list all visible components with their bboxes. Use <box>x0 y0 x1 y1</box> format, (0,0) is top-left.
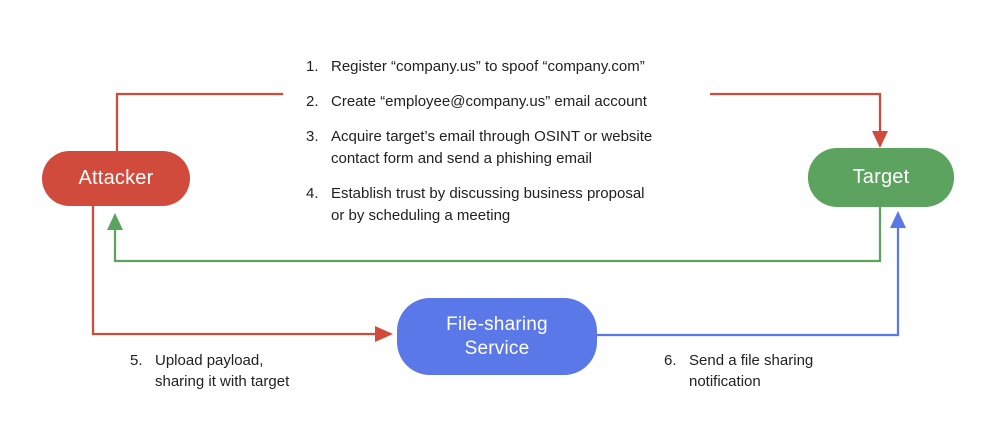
step-item-4: 4. Establish trust by discussing busines… <box>306 183 698 227</box>
file-sharing-node-label-line1: File-sharing <box>446 313 548 335</box>
file-sharing-node-label-line2: Service <box>464 337 530 359</box>
step-text-line: notification <box>689 373 761 390</box>
step-text-line: contact form and send a phishing email <box>331 150 592 167</box>
blue-up-arrowhead <box>890 211 906 228</box>
step-text-line: Create “employee@company.us” email accou… <box>331 93 647 110</box>
step-item-6: 6. Send a file sharing notification <box>664 350 813 392</box>
step-text-line: Upload payload, <box>155 352 264 369</box>
green-up-arrowhead <box>107 213 123 230</box>
file-sharing-service-node: File-sharing Service <box>397 298 597 375</box>
red-right-arrowhead <box>375 326 393 342</box>
step-text-line: or by scheduling a meeting <box>331 207 511 224</box>
target-node-label: Target <box>852 166 910 188</box>
step-number: 2. <box>306 93 319 110</box>
attack-steps-list: 1. Register “company.us” to spoof “compa… <box>306 56 698 227</box>
step-item-2: 2. Create “employee@company.us” email ac… <box>306 91 698 113</box>
red-attacker-to-filesharing-connector <box>91 206 375 336</box>
attacker-node: Attacker <box>42 151 190 206</box>
step-number: 1. <box>306 58 319 75</box>
red-attacker-to-target-connector-right <box>710 92 882 146</box>
blue-filesharing-to-target-connector <box>597 228 900 337</box>
step-number: 3. <box>306 128 319 145</box>
step-item-3: 3. Acquire target’s email through OSINT … <box>306 126 698 170</box>
step-number: 6. <box>664 352 677 369</box>
step-text-line: Register “company.us” to spoof “company.… <box>331 58 645 75</box>
step-text: Establish trust by discussing business p… <box>331 183 698 227</box>
step-text-line: Establish trust by discussing business p… <box>331 185 645 202</box>
step-text: Create “employee@company.us” email accou… <box>331 91 698 113</box>
step-text: Register “company.us” to spoof “company.… <box>331 56 698 78</box>
step-text-line: Acquire target’s email through OSINT or … <box>331 128 653 145</box>
step-text-line: Send a file sharing <box>689 352 814 369</box>
red-down-arrowhead <box>872 131 888 148</box>
step-text: Acquire target’s email through OSINT or … <box>331 126 698 170</box>
step-text: Send a file sharing notification <box>689 350 813 392</box>
step-text-line: sharing it with target <box>155 373 290 390</box>
step-number: 5. <box>130 352 143 369</box>
attacker-node-label: Attacker <box>78 167 154 189</box>
step-number: 4. <box>306 185 319 202</box>
step-item-5: 5. Upload payload, sharing it with targe… <box>130 350 289 392</box>
target-node: Target <box>808 148 954 207</box>
step-item-1: 1. Register “company.us” to spoof “compa… <box>306 56 698 78</box>
green-target-to-attacker-connector <box>113 207 882 263</box>
red-attacker-to-target-connector-left <box>115 92 283 151</box>
step-text: Upload payload, sharing it with target <box>155 350 289 392</box>
